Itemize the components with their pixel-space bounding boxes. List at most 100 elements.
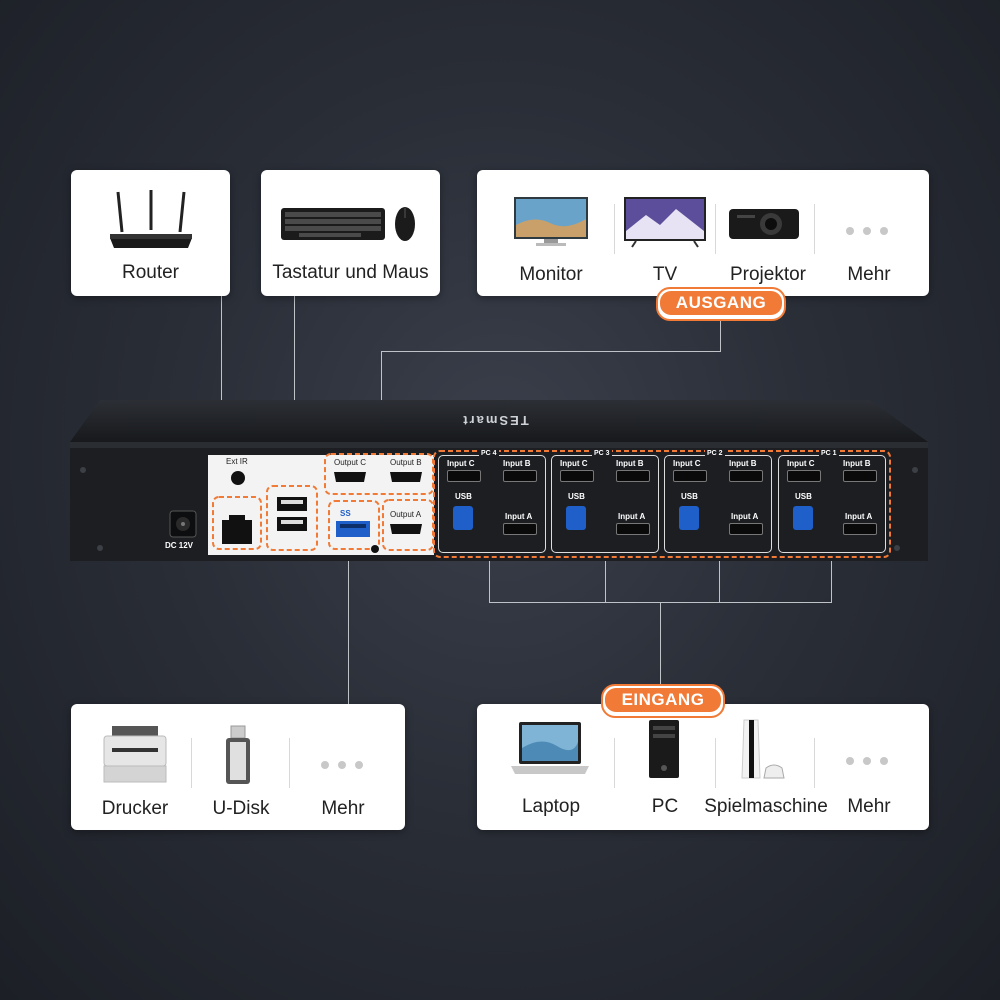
usb-separator-2 (289, 738, 290, 788)
input-c-label: Input C (560, 459, 588, 468)
usb-devices-card: Drucker U-Disk Mehr (71, 704, 405, 830)
input-label-more: Mehr (847, 796, 891, 817)
pc-group-1: PC 1 Input C Input B USB Input A (778, 450, 886, 553)
usb-connector-line (348, 545, 349, 705)
keyboard-mouse-label: Tastatur und Maus (272, 262, 429, 283)
output-connector-line-h (381, 351, 721, 352)
input-b-label: Input B (729, 459, 757, 468)
hdmi-port (729, 523, 763, 535)
output-c-label: Output C (334, 458, 367, 467)
hdmi-port (616, 523, 650, 535)
input-c-label: Input C (447, 459, 475, 468)
monitor-icon (514, 197, 588, 246)
keyboard-mouse-card: Tastatur und Maus (261, 170, 440, 296)
pc-group-label: PC 2 (705, 450, 725, 457)
output-separator-2 (715, 204, 716, 254)
usb-label: USB (795, 492, 812, 501)
tv-icon (624, 197, 706, 248)
input-connector-tick-4 (831, 556, 832, 603)
pc-group-2: PC 2 Input C Input B USB Input A (664, 450, 772, 553)
output-label-more: Mehr (847, 264, 891, 285)
input-connector-tick-3 (719, 556, 720, 603)
keyboard-connector-line (294, 296, 295, 486)
router-label: Router (121, 262, 180, 283)
hdmi-port (616, 470, 650, 482)
input-b-label: Input B (503, 459, 531, 468)
output-label-projector: Projektor (729, 264, 807, 285)
usb-stick-icon (226, 725, 250, 784)
hdmi-port (843, 470, 877, 482)
usb3-label: SS (340, 509, 351, 518)
pc-group-3: PC 3 Input C Input B USB Input A (551, 450, 659, 553)
input-label-game-console: Spielmaschine (704, 796, 828, 817)
hdmi-port (503, 523, 537, 535)
hdmi-port (787, 470, 821, 482)
input-connector-tick-1 (489, 556, 490, 603)
output-devices-card: Monitor TV Projektor Mehr (477, 170, 929, 296)
usb-b-port (679, 506, 699, 530)
pc-group-label: PC 3 (592, 450, 612, 457)
keyboard-icon (281, 208, 385, 240)
usb-separator-1 (191, 738, 192, 788)
input-separator-1 (614, 738, 615, 788)
input-badge: EINGANG (601, 684, 725, 718)
input-connector-line-v (660, 602, 661, 692)
hdmi-port (447, 470, 481, 482)
mouse-icon (395, 207, 415, 241)
input-b-label: Input B (616, 459, 644, 468)
input-a-label: Input A (505, 512, 533, 521)
usb-more-icon (321, 761, 363, 769)
output-label-tv: TV (652, 264, 678, 285)
input-a-label: Input A (731, 512, 759, 521)
printer-icon (103, 726, 167, 783)
laptop-icon (511, 722, 589, 774)
hdmi-port (560, 470, 594, 482)
input-a-label: Input A (845, 512, 873, 521)
hdmi-port (673, 470, 707, 482)
usb-label: USB (681, 492, 698, 501)
input-separator-2 (715, 738, 716, 788)
input-devices-card: Laptop PC Spielmaschine Mehr (477, 704, 929, 830)
output-connector-line-v1 (720, 296, 721, 352)
usb-label: USB (568, 492, 585, 501)
hdmi-port (843, 523, 877, 535)
usb-label-udisk: U-Disk (212, 798, 270, 819)
output-badge: AUSGANG (656, 287, 786, 321)
usb-label-printer: Drucker (101, 798, 169, 819)
hdmi-port (503, 470, 537, 482)
pc-tower-icon (649, 720, 679, 778)
usb-b-port (566, 506, 586, 530)
input-c-label: Input C (787, 459, 815, 468)
output-a-label: Output A (390, 510, 422, 519)
game-console-icon (741, 719, 785, 779)
pc-group-label: PC 4 (479, 450, 499, 457)
output-separator-1 (614, 204, 615, 254)
pc-group-4: PC 4 Input C Input B USB Input A (438, 450, 546, 553)
ext-ir-label: Ext IR (226, 457, 248, 466)
usb-label: USB (455, 492, 472, 501)
input-separator-3 (814, 738, 815, 788)
usb-b-port (793, 506, 813, 530)
input-label-laptop: Laptop (521, 796, 581, 817)
router-card: Router (71, 170, 230, 296)
brand-plate: TESmart (461, 413, 529, 428)
usb-label-more: Mehr (321, 798, 365, 819)
output-separator-3 (814, 204, 815, 254)
output-b-label: Output B (390, 458, 422, 467)
output-label-monitor: Monitor (519, 264, 583, 285)
projector-icon (729, 209, 799, 239)
output-more-icon (846, 227, 888, 235)
input-more-icon (846, 757, 888, 765)
input-b-label: Input B (843, 459, 871, 468)
hdmi-port (729, 470, 763, 482)
dc-label: DC 12V (165, 541, 194, 550)
input-label-pc: PC (651, 796, 679, 817)
router-icon (110, 190, 192, 248)
usb-b-port (453, 506, 473, 530)
pc-group-label: PC 1 (819, 450, 839, 457)
input-a-label: Input A (618, 512, 646, 521)
input-c-label: Input C (673, 459, 701, 468)
input-connector-tick-2 (605, 556, 606, 603)
